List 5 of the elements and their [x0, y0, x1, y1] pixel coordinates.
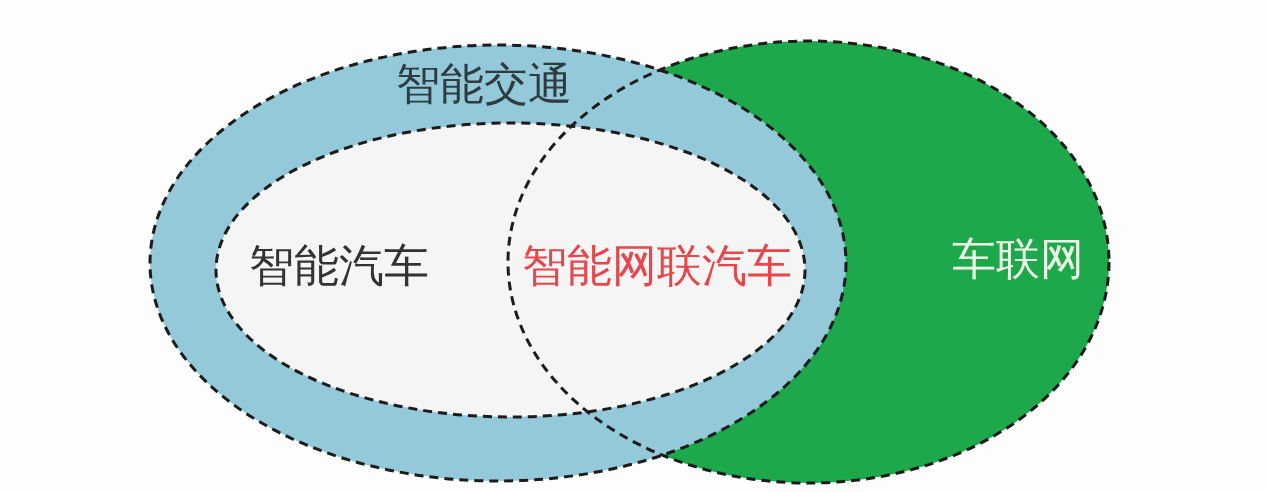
inner-ellipse	[214, 121, 807, 419]
region-label: 车联网	[952, 237, 1084, 281]
overlap-label: 智能网联汽车	[522, 242, 792, 288]
region-label: 智能交通	[396, 62, 572, 106]
region-label: 智能汽车	[249, 242, 429, 288]
